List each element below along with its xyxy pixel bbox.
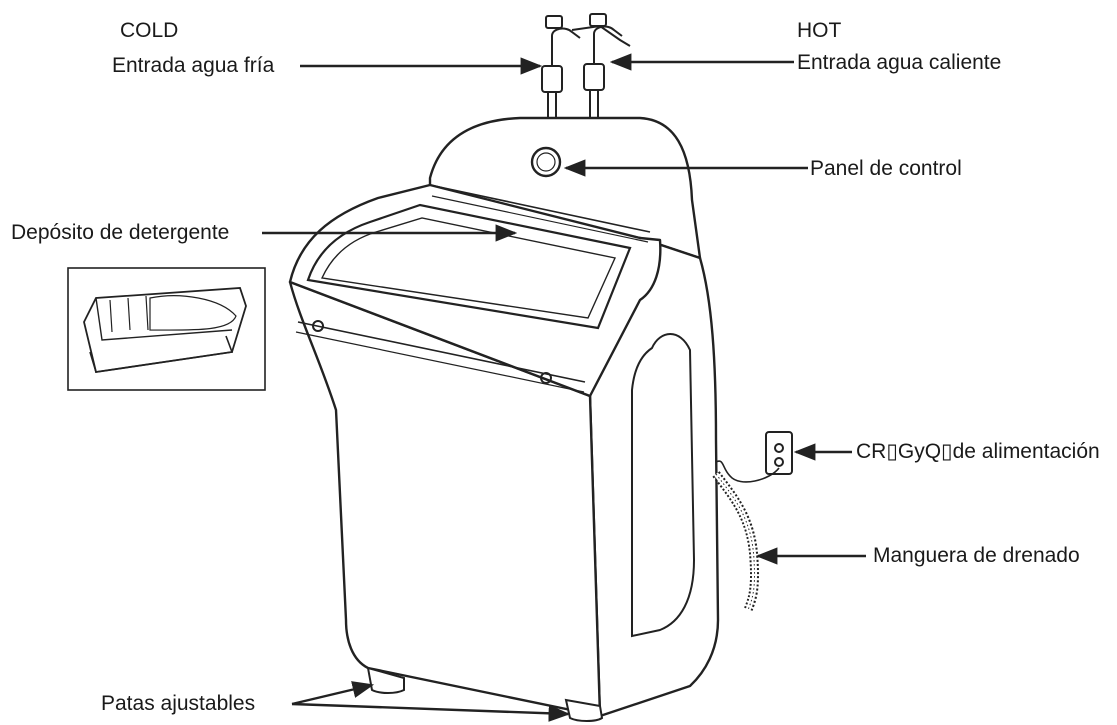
label-adjustable-feet: Patas ajustables xyxy=(101,693,255,714)
detergent-drawer-inset xyxy=(68,268,265,390)
label-hot-inlet: Entrada agua caliente xyxy=(797,52,1001,73)
label-cold-tag: COLD xyxy=(120,20,178,41)
leader-foot-left xyxy=(292,685,372,704)
label-cold-inlet: Entrada agua fría xyxy=(112,55,274,76)
label-control-panel: Panel de control xyxy=(810,158,962,179)
water-inlets xyxy=(542,14,630,118)
control-knob xyxy=(532,148,560,176)
drain-hose xyxy=(716,474,755,610)
power-outlet xyxy=(716,432,792,482)
label-detergent-dispenser: Depósito de detergente xyxy=(11,222,229,243)
leader-foot-right xyxy=(292,704,568,714)
washer-body xyxy=(290,118,718,716)
label-drain-hose: Manguera de drenado xyxy=(873,545,1080,566)
label-power-cord: CR▯GyQ▯de alimentación xyxy=(856,441,1100,462)
label-hot-tag: HOT xyxy=(797,20,841,41)
